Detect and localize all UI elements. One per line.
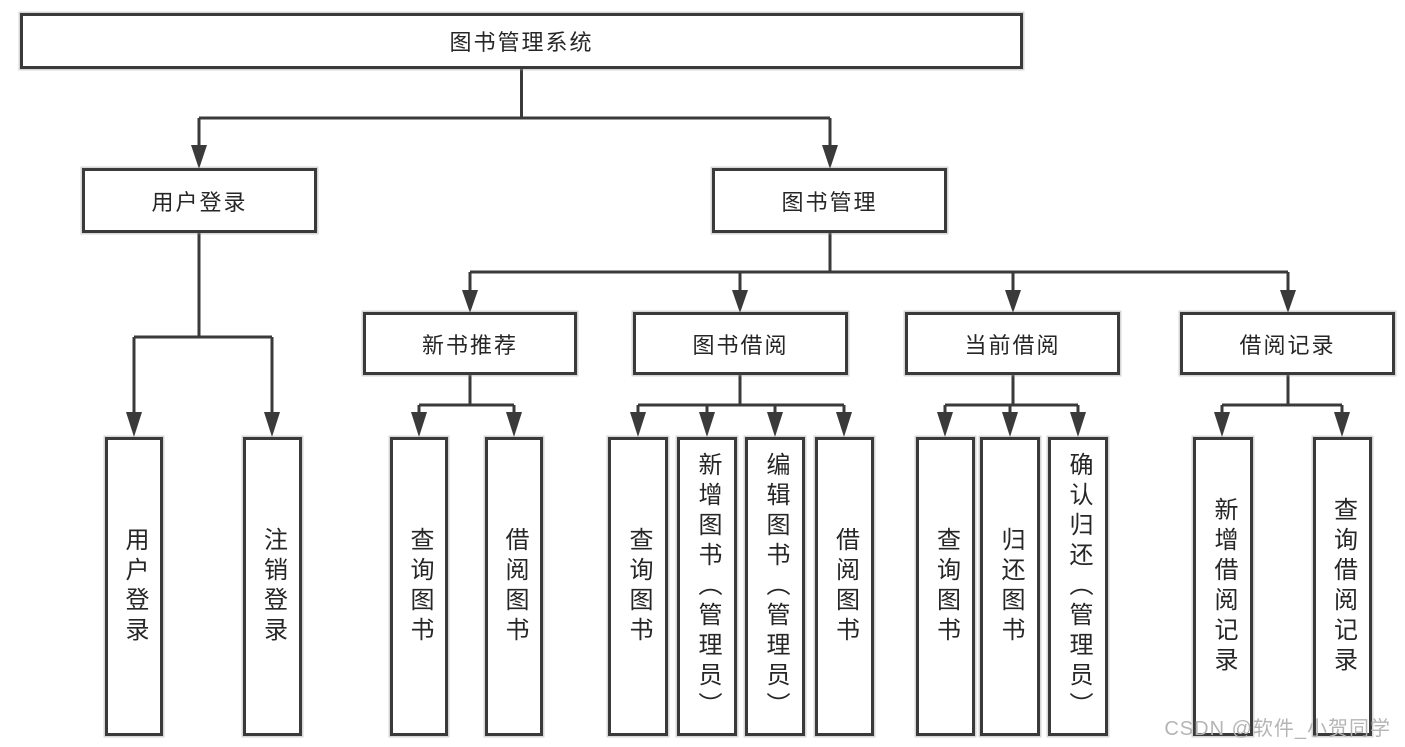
node-root: 图书管理系统 xyxy=(20,13,1023,69)
node-borrow-records: 借阅记录 xyxy=(1180,312,1395,375)
connector-shafts xyxy=(132,68,1344,414)
leaf-query-books-current: 查询图书 xyxy=(916,437,975,736)
leaf-query-borrow-record: 查询借阅记录 xyxy=(1313,437,1372,736)
node-book-management: 图书管理 xyxy=(712,168,947,233)
node-user-login: 用户登录 xyxy=(82,168,317,233)
leaf-add-borrow-record: 新增借阅记录 xyxy=(1193,437,1253,736)
leaf-edit-books-admin: 编辑图书（管理员） xyxy=(745,437,805,736)
leaf-return-books: 归还图书 xyxy=(980,437,1040,736)
leaf-confirm-return-admin: 确认归还（管理员） xyxy=(1048,437,1108,736)
leaf-add-books-admin: 新增图书（管理员） xyxy=(677,437,737,736)
leaf-borrow-books: 借阅图书 xyxy=(815,437,874,736)
leaf-user-login: 用户登录 xyxy=(105,437,163,736)
node-book-borrow: 图书借阅 xyxy=(633,312,848,375)
leaf-query-books-borrow: 查询图书 xyxy=(608,437,668,736)
watermark: CSDN @软件_小贺同学 xyxy=(1164,718,1391,740)
leaf-borrow-books-recommend: 借阅图书 xyxy=(485,437,543,736)
leaf-logout: 注销登录 xyxy=(243,437,302,736)
node-new-book-recommend: 新书推荐 xyxy=(363,312,577,375)
arrowheads xyxy=(126,145,1350,437)
leaf-query-books-recommend: 查询图书 xyxy=(390,437,448,736)
node-current-borrow: 当前借阅 xyxy=(905,312,1120,375)
